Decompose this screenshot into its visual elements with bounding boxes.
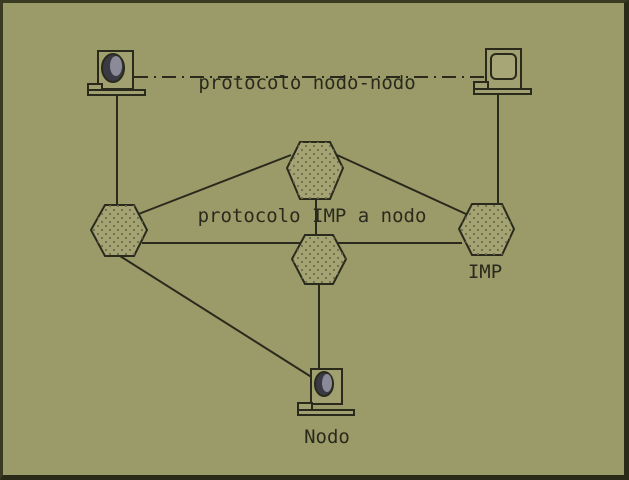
- computer-right-icon: [473, 48, 532, 95]
- computer-bottom-icon: [297, 368, 355, 416]
- label-imp: IMP: [468, 261, 502, 283]
- label-protocol-imp-node: protocolo IMP a nodo: [198, 205, 427, 227]
- label-node: Nodo: [304, 426, 350, 448]
- edge-imp-left-to-imp-top: [135, 154, 292, 216]
- edge-imp-left-to-host-bottom: [119, 255, 314, 379]
- label-protocol-node-node: protocolo nodo-nodo: [198, 72, 415, 94]
- computer-left-icon: [87, 50, 146, 96]
- edge-imp-top-to-imp-right: [336, 154, 467, 215]
